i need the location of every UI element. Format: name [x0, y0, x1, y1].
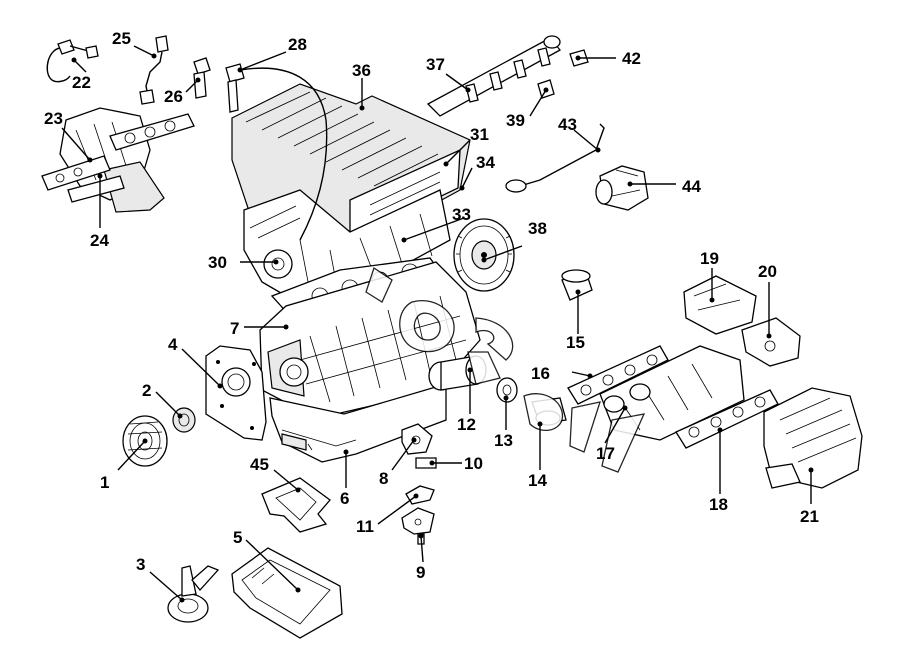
callout-12: 12: [457, 415, 476, 434]
callout-22: 22: [72, 73, 91, 92]
sensor-25: [139, 35, 169, 105]
callout-26: 26: [164, 87, 183, 106]
callout-14: 14: [528, 471, 547, 490]
callout-21: 21: [800, 507, 819, 526]
leader-dots: [71, 53, 814, 603]
callout-6: 6: [340, 489, 349, 508]
callout-30: 30: [208, 253, 227, 272]
callout-44: 44: [682, 177, 701, 196]
callout-17: 17: [596, 444, 615, 463]
breather-pipe: [505, 123, 605, 193]
callout-43: 43: [558, 115, 577, 134]
exhaust-bracket-front: [683, 275, 757, 335]
exhaust-gasket: [41, 113, 195, 203]
callout-38: 38: [528, 219, 547, 238]
callout-20: 20: [758, 262, 777, 281]
callout-labels: 1 2 3 4 5 6 7 8 9 10 11 12 13 14 15 16 1…: [44, 29, 819, 582]
callout-13: 13: [494, 431, 513, 450]
callout-3: 3: [136, 555, 145, 574]
callout-18: 18: [709, 495, 728, 514]
watermark-overlay: [365, 266, 646, 473]
cylinder-head: [243, 189, 451, 305]
bearing-sleeve: [561, 269, 593, 301]
idle-valve: [595, 165, 649, 211]
exhaust-bracket-rear: [741, 317, 801, 367]
callout-36: 36: [352, 61, 371, 80]
thermostat-housing: [496, 377, 518, 403]
callout-28: 28: [288, 35, 307, 54]
callout-33: 33: [452, 205, 471, 224]
flywheel: [453, 218, 515, 292]
callout-37: 37: [426, 55, 445, 74]
callout-8: 8: [379, 469, 388, 488]
oil-strainer: [167, 565, 220, 623]
intake-gasket-upper: [567, 345, 669, 405]
callout-1: 1: [100, 473, 109, 492]
callout-10: 10: [464, 454, 483, 473]
callout-24: 24: [90, 231, 109, 250]
callout-15: 15: [566, 333, 585, 352]
oil-pan: [231, 547, 343, 639]
sensor-22: [46, 39, 99, 83]
mount-bracket: [401, 485, 435, 545]
callout-31: 31: [470, 125, 489, 144]
callout-45: 45: [250, 455, 269, 474]
timing-cover: [205, 345, 267, 441]
callout-2: 2: [142, 381, 151, 400]
sump-gasket: [261, 477, 331, 533]
callout-25: 25: [112, 29, 131, 48]
callout-42: 42: [622, 49, 641, 68]
callout-5: 5: [233, 528, 242, 547]
callout-34: 34: [476, 153, 495, 172]
callout-39: 39: [506, 111, 525, 130]
sensor-26: [193, 57, 211, 99]
callout-11: 11: [356, 517, 374, 536]
leader-lines: [61, 45, 812, 601]
oil-sump: [269, 383, 447, 463]
callout-23: 23: [44, 109, 63, 128]
callout-9: 9: [416, 563, 425, 582]
callout-4: 4: [168, 335, 178, 354]
wiring-harness: [225, 63, 328, 241]
mount-bolt: [415, 457, 437, 469]
callout-16: 16: [531, 364, 550, 383]
callout-7: 7: [230, 319, 239, 338]
intake-gasket-lower: [675, 389, 779, 449]
plenum-cover: [763, 387, 863, 489]
callout-19: 19: [700, 249, 719, 268]
